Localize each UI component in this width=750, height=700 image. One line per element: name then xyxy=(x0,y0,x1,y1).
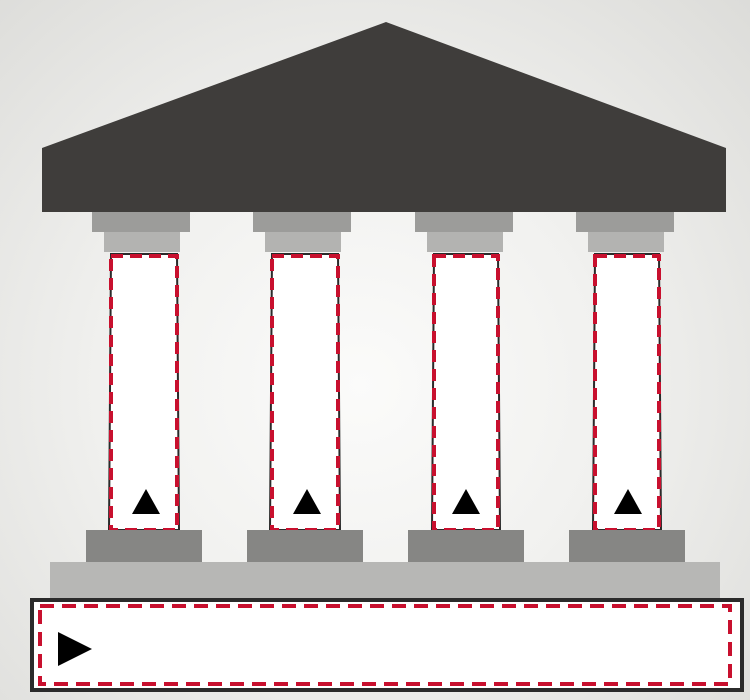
column-plinth xyxy=(408,530,524,562)
column-plinth xyxy=(569,530,685,562)
roof xyxy=(42,22,726,212)
column-shaft xyxy=(270,254,340,530)
capital-upper xyxy=(253,212,351,232)
column-shaft xyxy=(109,254,179,530)
column-group-2 xyxy=(247,212,363,562)
capital-lower xyxy=(265,232,341,252)
foundation xyxy=(32,600,742,690)
column-shaft xyxy=(593,254,661,530)
capital-upper xyxy=(92,212,190,232)
stylobate xyxy=(50,562,720,598)
foundation-box xyxy=(32,600,742,690)
column-shaft xyxy=(432,254,500,530)
capital-lower xyxy=(427,232,503,252)
column-group-1 xyxy=(86,212,202,562)
capital-upper xyxy=(415,212,513,232)
capital-lower xyxy=(104,232,180,252)
column-group-3 xyxy=(408,212,524,562)
capital-lower xyxy=(588,232,664,252)
capital-upper xyxy=(576,212,674,232)
column-group-4 xyxy=(569,212,685,562)
column-plinth xyxy=(247,530,363,562)
column-plinth xyxy=(86,530,202,562)
